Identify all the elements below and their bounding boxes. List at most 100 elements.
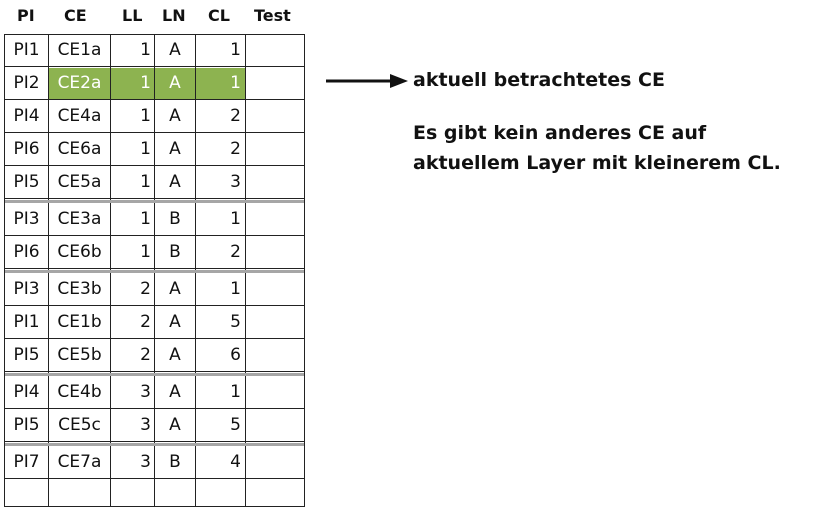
cell-ln: A (169, 345, 181, 365)
cell-test (246, 377, 304, 408)
cell-ll: 3 (140, 382, 151, 402)
cell-test (246, 307, 304, 338)
cell-ll: 1 (140, 172, 151, 192)
cell-test (246, 204, 304, 235)
cell-ln: B (169, 242, 181, 262)
cell-ln: A (169, 382, 181, 402)
cell-ll: 3 (140, 452, 151, 472)
cell-ln: B (169, 452, 181, 472)
cell-pi: PI6 (13, 139, 40, 159)
header-ce: CE (64, 6, 87, 25)
cell-ll: 2 (140, 345, 151, 365)
cell-ll: 1 (140, 209, 151, 229)
cell-pi: PI5 (13, 172, 40, 192)
cell-ll: 2 (140, 312, 151, 332)
cell-pi: PI1 (13, 312, 40, 332)
cell-pi: PI5 (13, 345, 40, 365)
cell-ll: 3 (140, 415, 151, 435)
cell-ln: A (155, 68, 195, 99)
cell-ll: 1 (111, 68, 154, 99)
cell-pi: PI4 (13, 382, 40, 402)
cell-ce: CE3a (57, 209, 102, 229)
cell-cl: 2 (230, 139, 241, 159)
cell-ce: CE3b (57, 279, 102, 299)
cell-test (246, 410, 304, 441)
cell-ln: A (169, 312, 181, 332)
cell-cl: 2 (230, 106, 241, 126)
cell-cl: 2 (230, 242, 241, 262)
cell-pi: PI7 (13, 452, 40, 472)
cell-cl: 5 (230, 415, 241, 435)
cell-ll: 1 (140, 242, 151, 262)
cell-test (246, 134, 304, 165)
cell-ce: CE4a (57, 106, 102, 126)
cell-cl: 1 (230, 209, 241, 229)
arrow-right-icon (326, 74, 408, 88)
cell-ll: 1 (140, 139, 151, 159)
cell-cl: 1 (230, 40, 241, 60)
cell-pi: PI3 (13, 209, 40, 229)
cell-ce: CE1b (57, 312, 102, 332)
header-cl: CL (208, 6, 230, 25)
cell-test (246, 340, 304, 371)
cell-test (246, 237, 304, 268)
cell-ll: 1 (140, 40, 151, 60)
cell-pi: PI4 (13, 106, 40, 126)
header-pi: PI (17, 6, 35, 25)
cell-pi: PI1 (13, 40, 40, 60)
header-test: Test (254, 6, 291, 25)
cell-test (246, 167, 304, 198)
cell-test (246, 447, 304, 478)
cell-ln: A (169, 172, 181, 192)
cell-ce: CE5a (57, 172, 102, 192)
note-line-2: aktuellem Layer mit kleinerem CL. (413, 152, 781, 174)
cell-pi: PI6 (13, 242, 40, 262)
cell-cl: 3 (230, 172, 241, 192)
cell-ce: CE1a (57, 40, 102, 60)
cell-test (246, 274, 304, 305)
cell-ll: 2 (140, 279, 151, 299)
cell-ln: A (169, 415, 181, 435)
cell-test (246, 101, 304, 132)
header-ll: LL (122, 6, 143, 25)
cell-ln: A (169, 139, 181, 159)
cell-cl: 4 (230, 452, 241, 472)
cell-ll: 1 (140, 106, 151, 126)
cell-pi: PI3 (13, 279, 40, 299)
cell-cl: 1 (230, 382, 241, 402)
cell-pi: PI5 (13, 415, 40, 435)
cell-ln: A (169, 106, 181, 126)
cell-ce: CE5c (58, 415, 101, 435)
cell-ce: CE5b (57, 345, 102, 365)
cell-pi: PI2 (13, 73, 40, 93)
cell-test (246, 35, 304, 66)
cell-test (246, 68, 304, 99)
cell-ln: B (169, 209, 181, 229)
cell-cl: 1 (196, 68, 245, 99)
header-ln: LN (162, 6, 186, 25)
cell-ln: A (169, 40, 181, 60)
cell-ce: CE6b (57, 242, 102, 262)
cell-cl: 6 (230, 345, 241, 365)
cell-cl: 1 (230, 279, 241, 299)
cell-ce: CE2a (49, 68, 110, 99)
note-line-1: Es gibt kein anderes CE auf (413, 122, 707, 144)
cell-ln: A (169, 279, 181, 299)
cell-ce: CE6a (57, 139, 102, 159)
pointer-label: aktuell betrachtetes CE (413, 69, 665, 91)
cell-cl: 5 (230, 312, 241, 332)
